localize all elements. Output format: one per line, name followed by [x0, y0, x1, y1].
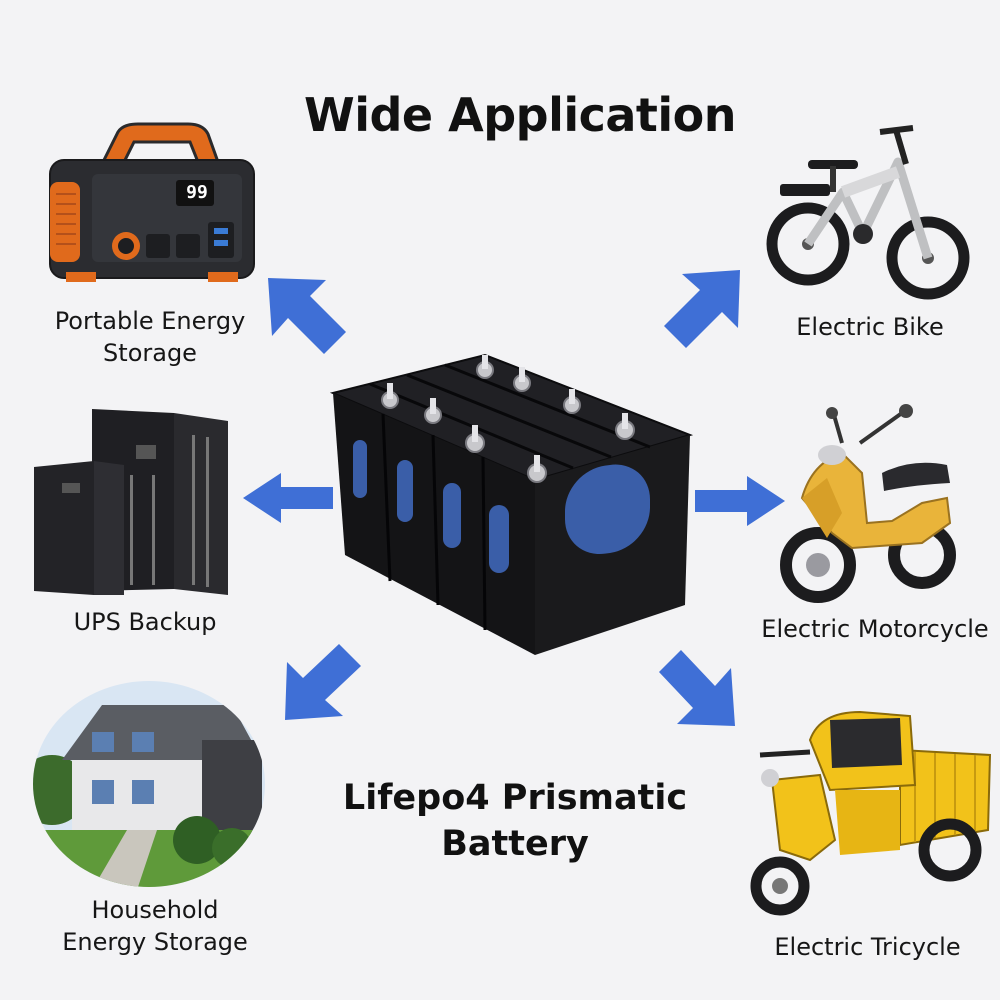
battery-product-label: Lifepo4 Prismatic Battery — [315, 775, 715, 867]
portable-power-station-image — [49, 122, 255, 282]
electric-bike-caption: Electric Bike — [796, 313, 944, 341]
electric-motorcycle-image — [780, 404, 956, 603]
page-title: Wide Application — [303, 88, 737, 142]
household-caption-line1: Household — [91, 896, 219, 924]
ups-cabinets-image — [34, 409, 228, 595]
portable-caption-line2: Storage — [103, 339, 197, 367]
arrow-to-motorcycle-icon — [695, 476, 785, 526]
arrow-to-ups-icon — [243, 473, 333, 523]
electric-bike-image — [766, 125, 970, 300]
electric-tricycle-caption: Electric Tricycle — [774, 933, 961, 961]
portable-energy-storage-caption: Portable Energy Storage — [40, 305, 260, 369]
household-house-image — [33, 681, 265, 887]
arrow-to-portable-icon — [268, 278, 346, 354]
household-energy-storage-caption: Household Energy Storage — [40, 894, 270, 958]
battery-label-line2: Battery — [441, 824, 589, 864]
electric-tricycle-image — [750, 710, 992, 916]
portable-caption-line1: Portable Energy — [54, 307, 246, 335]
battery-label-line1: Lifepo4 Prismatic — [342, 778, 688, 818]
arrow-to-tricycle-icon — [659, 650, 735, 726]
household-caption-line2: Energy Storage — [62, 928, 248, 956]
electric-motorcycle-caption: Electric Motorcycle — [761, 615, 989, 643]
arrow-to-bike-icon — [664, 270, 740, 348]
arrow-to-household-icon — [285, 644, 361, 720]
power-station-display: 99 — [186, 182, 208, 203]
battery-pack-image — [329, 353, 694, 655]
ups-backup-caption: UPS Backup — [73, 608, 217, 636]
